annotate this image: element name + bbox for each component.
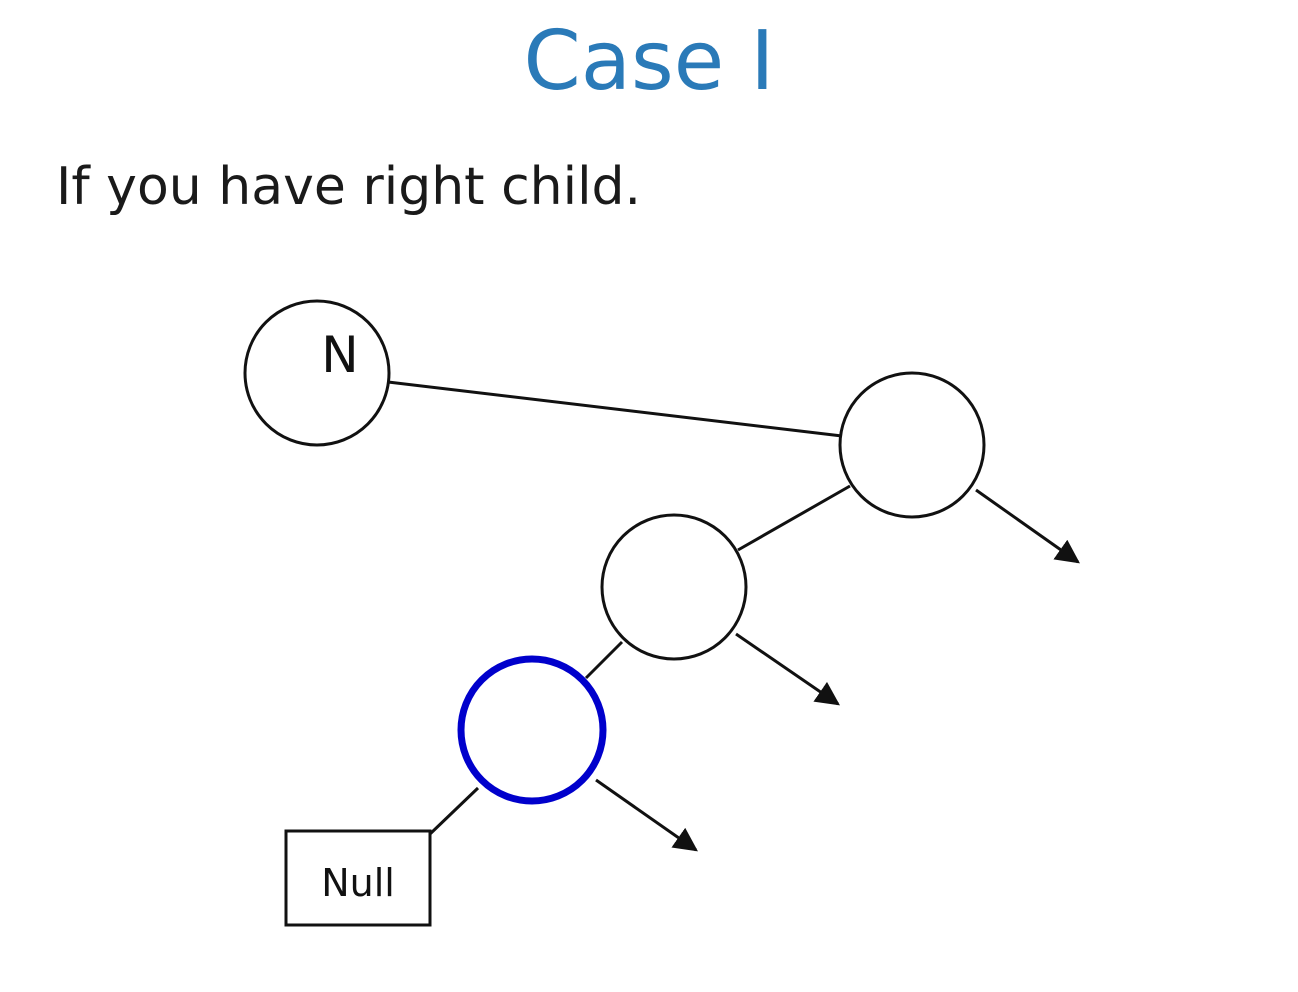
node-leftmost-highlighted xyxy=(457,655,607,805)
node-right-child xyxy=(838,371,986,519)
node-middle xyxy=(600,513,748,661)
right-subtree-arrow-2 xyxy=(735,632,840,706)
right-subtree-arrow-1 xyxy=(975,488,1080,564)
null-box xyxy=(284,829,432,927)
null-label: Null xyxy=(321,861,395,905)
right-subtree-arrow-3 xyxy=(595,778,698,852)
node-n xyxy=(243,299,391,447)
edge-mid-to-left xyxy=(584,640,624,680)
edge-n-to-right-child xyxy=(387,380,843,438)
slide-title: Case I xyxy=(523,14,775,109)
edge-right-child-to-left xyxy=(737,484,851,552)
slide-subtitle: If you have right child. xyxy=(56,157,642,217)
node-n-label: N xyxy=(321,326,358,384)
edge-leftmost-to-null xyxy=(428,786,480,836)
